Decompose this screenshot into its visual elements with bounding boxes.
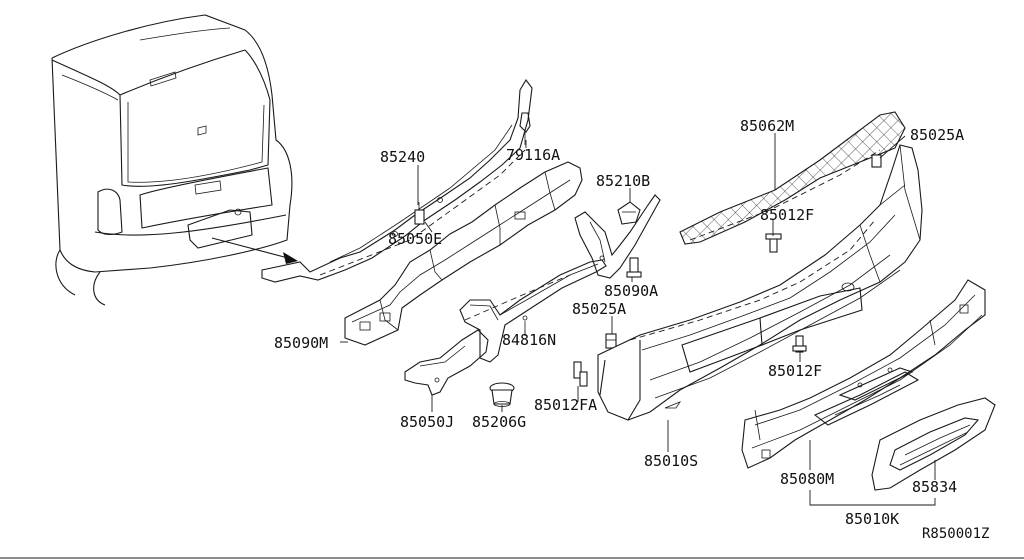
reference-code: R850001Z [922, 526, 989, 542]
wire-bracket-84816N [459, 259, 607, 363]
label-85090M: 85090M [274, 334, 328, 352]
label-85012F-top: 85012F [760, 206, 814, 224]
label-85090A: 85090A [604, 282, 658, 300]
label-85050J: 85050J [400, 413, 454, 431]
bolt-85012F-mid [792, 335, 807, 353]
vehicle-rear-illustration [51, 14, 293, 306]
clip-79116A [519, 112, 531, 145]
label-85010K: 85010K [845, 510, 899, 528]
label-85834: 85834 [912, 478, 957, 496]
direction-arrow [211, 237, 298, 264]
dashed-guide-mid [464, 274, 571, 321]
fastener-85050E [414, 202, 425, 225]
screw-85012FA [573, 361, 588, 387]
label-85012FA: 85012FA [534, 396, 597, 414]
label-85206G: 85206G [472, 413, 526, 431]
label-85240: 85240 [380, 148, 425, 166]
label-85010S: 85010S [644, 452, 698, 470]
label-84816N: 84816N [502, 331, 556, 349]
step-pad-85062M [679, 111, 906, 245]
step-cover-85834 [871, 397, 996, 491]
label-85025A-mid: 85025A [572, 300, 626, 318]
dashed-guide-bumper [629, 219, 876, 341]
bumper-fascia-85010S [597, 144, 923, 421]
label-79116A: 79116A [506, 146, 560, 164]
upper-bracket-85240 [261, 79, 533, 283]
bolt-85090A [626, 257, 642, 278]
label-85012F-mid: 85012F [768, 362, 822, 380]
part-labels: 85240 79116A 85050E 85210B 85062M 85025A… [274, 117, 989, 542]
leader-lines [340, 133, 936, 506]
label-85025A-top: 85025A [910, 126, 964, 144]
label-85062M: 85062M [740, 117, 794, 135]
side-bracket-right [574, 194, 661, 279]
reinforcement-85080M [741, 279, 986, 469]
clip-85025A-top [871, 154, 882, 168]
label-85210B: 85210B [596, 172, 650, 190]
clip-85210B [617, 201, 641, 225]
side-bracket-85050J [404, 329, 489, 396]
dashed-guide-upper [319, 149, 526, 276]
grommet-85206G [489, 382, 515, 407]
label-85080M: 85080M [780, 470, 834, 488]
dashed-guide-bumper-2 [689, 149, 881, 241]
clip-85025A-mid [605, 333, 617, 349]
stay-85090M [344, 161, 583, 346]
bolt-85012F-top [765, 233, 782, 253]
label-85050E: 85050E [388, 230, 442, 248]
